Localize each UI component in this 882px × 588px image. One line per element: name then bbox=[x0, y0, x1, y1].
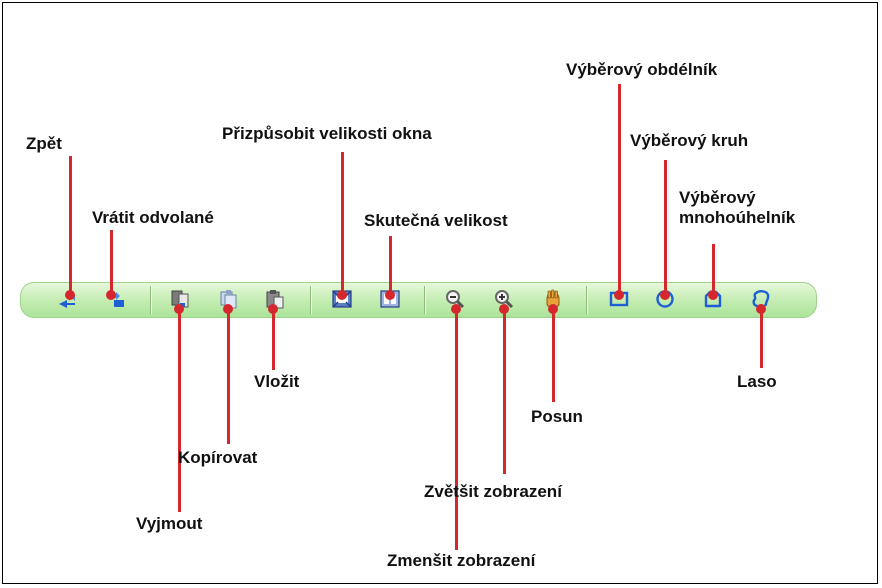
label-cut: Vyjmout bbox=[136, 514, 203, 533]
callout-line-pan bbox=[552, 308, 555, 402]
pan-icon bbox=[546, 289, 560, 308]
zoom-in-button[interactable] bbox=[492, 287, 516, 311]
toolbar-separator bbox=[424, 286, 426, 314]
toolbar bbox=[20, 282, 817, 318]
callout-dot-lasso bbox=[756, 304, 766, 314]
callout-dot-actual-size bbox=[385, 290, 395, 300]
callout-line-fit-window bbox=[341, 152, 344, 294]
label-circle-select: Výběrový kruh bbox=[630, 131, 749, 150]
label-copy: Kopírovat bbox=[178, 448, 258, 467]
label-pan: Posun bbox=[531, 407, 583, 426]
callout-dot-zoom-out bbox=[451, 304, 461, 314]
label-polygon-select-line1: Výběrový bbox=[679, 188, 756, 207]
zoom-out-button[interactable] bbox=[443, 287, 467, 311]
callout-line-zoom-out bbox=[455, 308, 458, 550]
label-paste: Vložit bbox=[254, 372, 300, 391]
label-rect-select: Výběrový obdélník bbox=[566, 60, 718, 79]
callout-line-copy bbox=[227, 308, 230, 444]
callout-dot-zoom-in bbox=[499, 304, 509, 314]
callout-dot-paste bbox=[268, 304, 278, 314]
callout-line-paste bbox=[272, 308, 275, 370]
paste-button[interactable] bbox=[263, 287, 287, 311]
callout-dot-fit-window bbox=[337, 290, 347, 300]
label-undo: Zpět bbox=[26, 134, 62, 153]
toolbar-separator bbox=[586, 286, 588, 314]
label-zoom-out: Zmenšit zobrazení bbox=[387, 551, 536, 570]
callout-dot-circle-select bbox=[660, 290, 670, 300]
label-actual-size: Skutečná velikost bbox=[364, 211, 508, 230]
zoom-in-icon bbox=[495, 290, 514, 309]
callout-dot-polygon-select bbox=[708, 290, 718, 300]
callout-dot-undo bbox=[65, 290, 75, 300]
callout-line-undo bbox=[69, 156, 72, 294]
label-redo: Vrátit odvolané bbox=[92, 208, 214, 227]
zoom-out-icon bbox=[446, 290, 465, 309]
callout-line-rect-select bbox=[618, 84, 621, 294]
callout-dot-pan bbox=[548, 304, 558, 314]
callout-line-zoom-in bbox=[503, 308, 506, 474]
toolbar-separator bbox=[150, 286, 152, 314]
callout-line-cut bbox=[178, 308, 181, 512]
callout-dot-copy bbox=[223, 304, 233, 314]
label-polygon-select-line2: mnohoúhelník bbox=[679, 208, 796, 227]
pan-button[interactable] bbox=[541, 287, 565, 311]
callout-line-polygon-select bbox=[712, 244, 715, 294]
callout-dot-redo bbox=[106, 290, 116, 300]
callout-line-lasso bbox=[760, 308, 763, 368]
label-fit-window: Přizpůsobit velikosti okna bbox=[222, 124, 432, 143]
callout-line-redo bbox=[110, 230, 113, 294]
toolbar-separator bbox=[310, 286, 312, 314]
label-lasso: Laso bbox=[737, 372, 777, 391]
label-zoom-in: Zvětšit zobrazení bbox=[424, 482, 562, 501]
paste-icon bbox=[266, 290, 284, 309]
callout-line-actual-size bbox=[389, 236, 392, 294]
callout-line-circle-select bbox=[664, 160, 667, 294]
callout-dot-rect-select bbox=[614, 290, 624, 300]
callout-dot-cut bbox=[174, 304, 184, 314]
